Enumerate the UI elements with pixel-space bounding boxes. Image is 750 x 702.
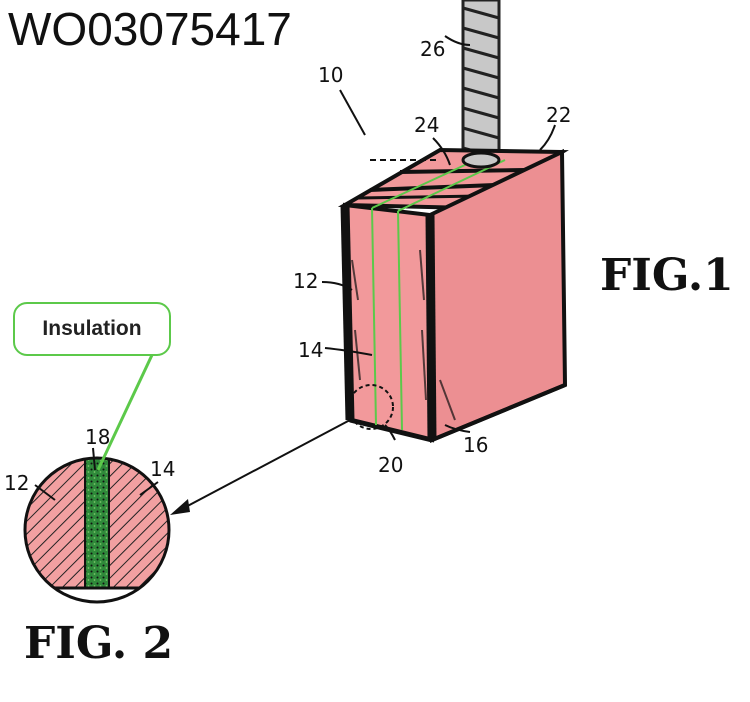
insulation-layer-line	[397, 159, 506, 212]
detail-arrow	[170, 419, 351, 515]
insulation-layer-line	[371, 207, 377, 426]
insulation-strip	[85, 458, 109, 588]
insulation-callout: Insulation	[13, 302, 171, 356]
ref-22: 22	[546, 103, 571, 127]
figure-1-label: FIG.1	[600, 250, 734, 301]
figure-2-label: FIG. 2	[24, 618, 174, 669]
insulation-layer-line	[397, 210, 403, 431]
ref-14: 14	[298, 338, 323, 362]
ref-12: 12	[293, 269, 318, 293]
cross-section-circle	[23, 456, 171, 604]
ref-10: 10	[318, 63, 343, 87]
block-front-face	[342, 202, 435, 443]
reference-leaders	[34, 35, 556, 501]
callout-leader	[96, 354, 154, 471]
brush-block	[337, 147, 569, 443]
ref-18: 18	[85, 425, 110, 449]
lead-wire-26	[461, 0, 501, 167]
ref-16: 16	[463, 433, 488, 457]
insulation-layer-line	[371, 157, 481, 209]
ref-26: 26	[420, 37, 445, 61]
patent-number: WO03075417	[8, 3, 292, 55]
ref-20: 20	[378, 453, 403, 477]
ref-14-fig2: 14	[150, 457, 175, 481]
detail-marker-circle	[348, 384, 394, 430]
ref-12-fig2: 12	[4, 471, 29, 495]
ref-24: 24	[414, 113, 439, 137]
